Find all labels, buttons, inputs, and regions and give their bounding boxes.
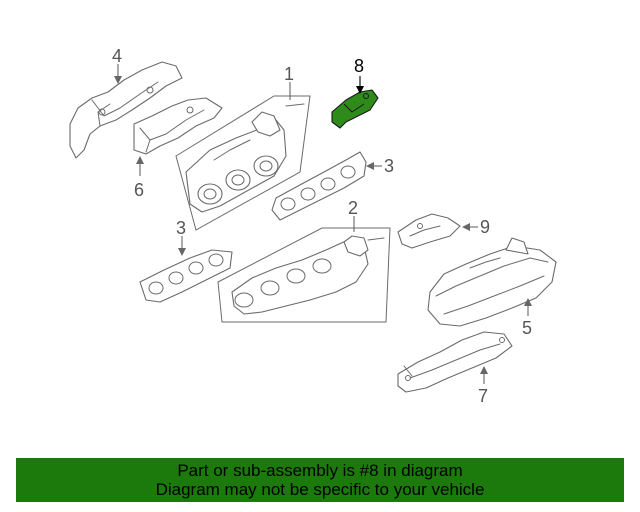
- banner-line-1: Part or sub-assembly is #8 in diagram: [177, 461, 463, 480]
- part-3-gasket-upper[interactable]: [271, 151, 367, 221]
- exploded-parts-diagram: 4 6 1 8 3: [69, 46, 557, 406]
- banner-line-2: Diagram may not be specific to your vehi…: [155, 480, 485, 499]
- callout-3b[interactable]: 3: [176, 218, 186, 238]
- callout-5[interactable]: 5: [522, 318, 532, 338]
- callout-4[interactable]: 4: [112, 46, 122, 66]
- part-4-heat-shield[interactable]: [69, 61, 183, 159]
- callout-3a[interactable]: 3: [384, 156, 394, 176]
- part-1-exhaust-manifold[interactable]: [175, 95, 311, 231]
- part-7-heat-shield[interactable]: [397, 331, 513, 393]
- callout-7[interactable]: 7: [478, 386, 488, 406]
- callout-9[interactable]: 9: [480, 217, 490, 237]
- part-6-heat-shield[interactable]: [133, 97, 223, 155]
- part-5-heat-shield[interactable]: [427, 237, 557, 327]
- callout-2[interactable]: 2: [348, 198, 358, 218]
- part-2-exhaust-manifold[interactable]: [217, 227, 391, 323]
- part-9-bracket[interactable]: [397, 213, 461, 249]
- callout-6[interactable]: 6: [134, 180, 144, 200]
- info-banner: Part or sub-assembly is #8 in diagram Di…: [16, 458, 624, 502]
- part-8-heat-shield-highlighted[interactable]: [331, 89, 379, 129]
- part-3-gasket-lower[interactable]: [139, 249, 233, 303]
- callout-8[interactable]: 8: [354, 56, 364, 76]
- callout-1[interactable]: 1: [284, 64, 294, 84]
